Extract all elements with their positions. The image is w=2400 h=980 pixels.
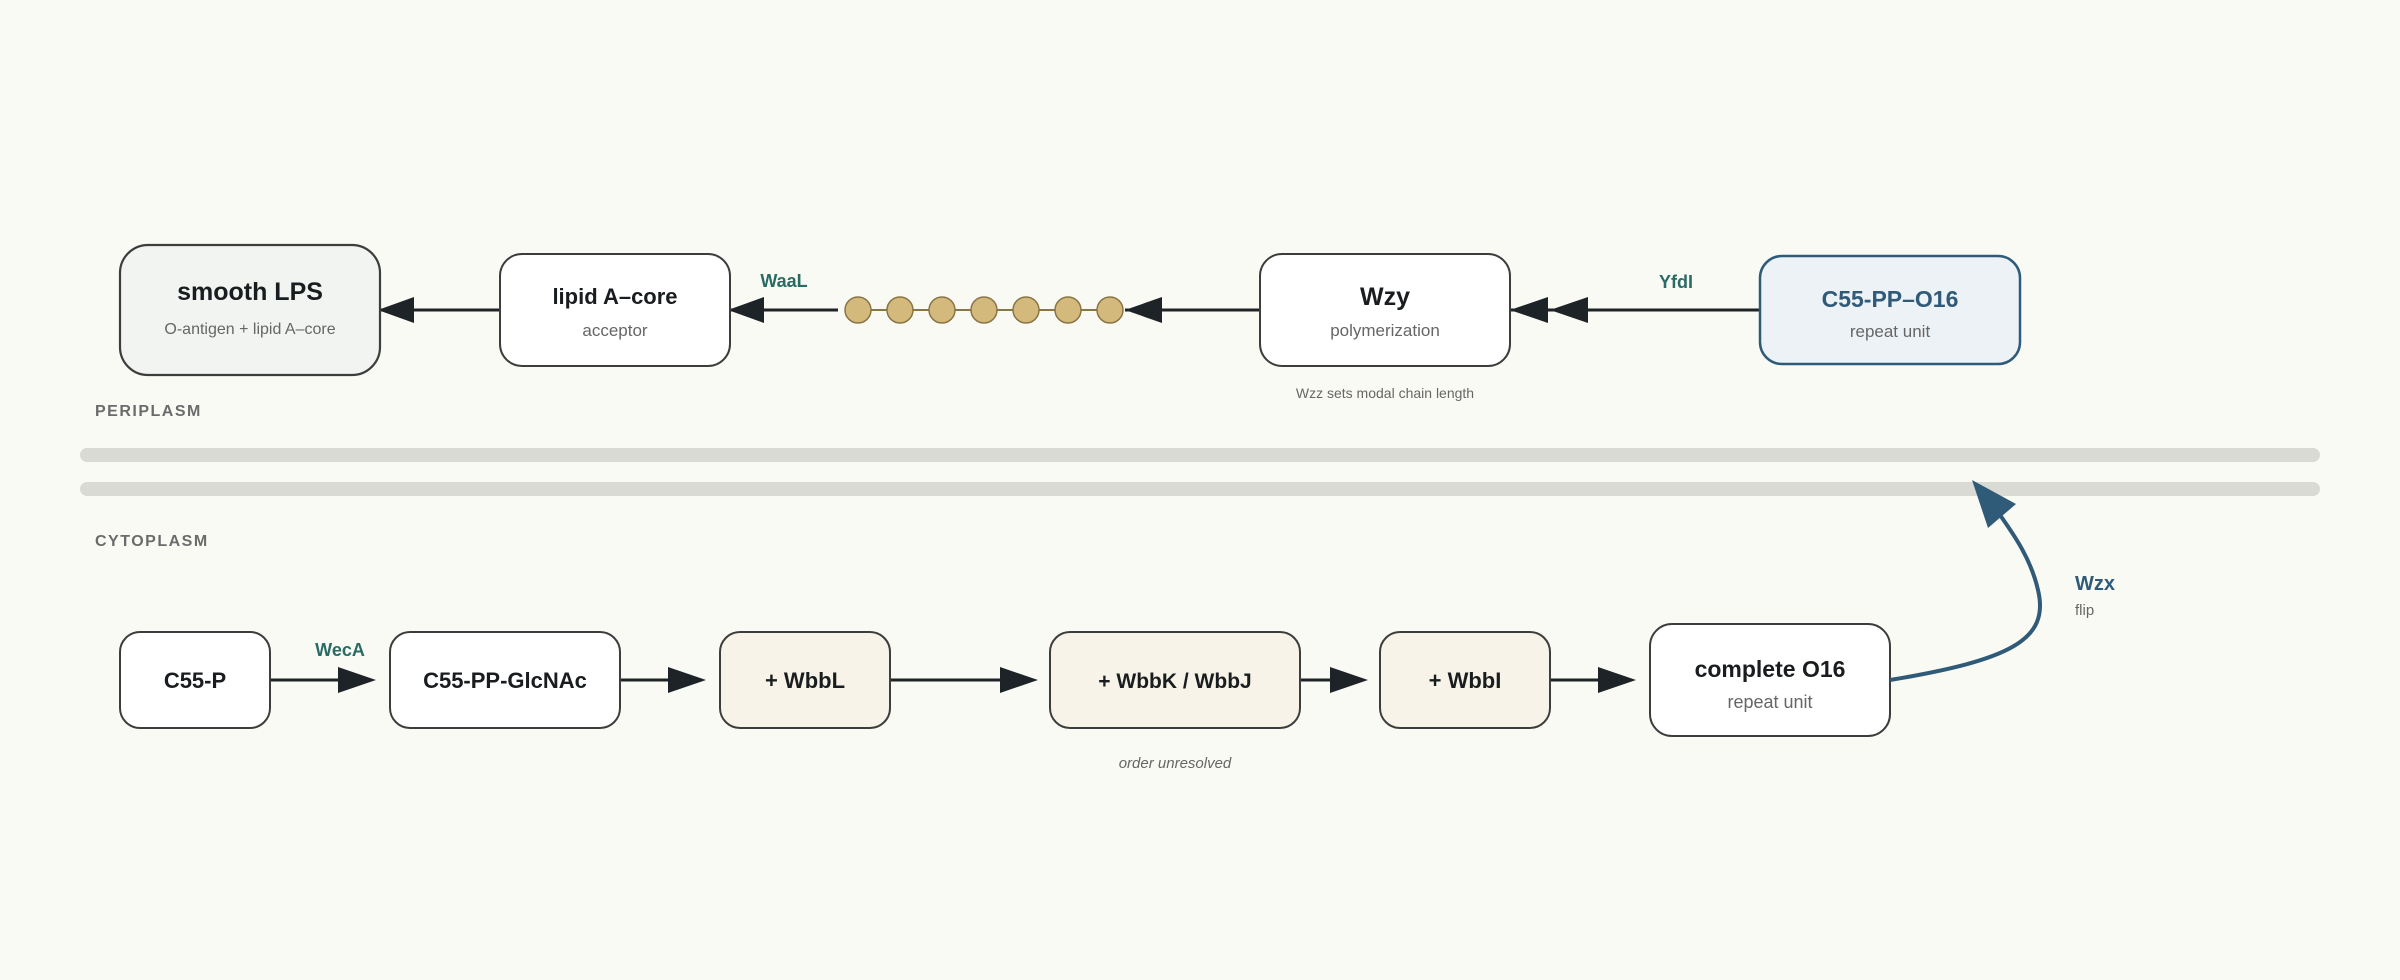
arrow-wbbl-to-wbbk-head xyxy=(1000,667,1038,693)
sugar-bead xyxy=(886,296,914,324)
enzyme-waal: WaaL xyxy=(760,271,807,291)
node-wbbl-title: + WbbL xyxy=(765,668,845,693)
node-c55-pp-o16-subtitle: repeat unit xyxy=(1850,322,1931,341)
sugar-bead xyxy=(844,296,872,324)
arrow-o16-to-wzy-mid-head xyxy=(1550,297,1588,323)
node-complete-o16-subtitle: repeat unit xyxy=(1727,692,1812,712)
node-c55-pp-glcnac: C55-PP-GlcNAc xyxy=(389,631,621,729)
arrow-wbbi-to-o16-head xyxy=(1598,667,1636,693)
node-lipid-a-core-title: lipid A–core xyxy=(552,284,677,309)
arrow-glcnac-to-wbbl-head xyxy=(668,667,706,693)
enzyme-weca: WecA xyxy=(315,640,365,660)
arrow-lipid-to-lps-head xyxy=(378,297,414,323)
node-wbbi: + WbbI xyxy=(1379,631,1551,729)
node-c55-pp-o16: C55-PP–O16 repeat unit xyxy=(1758,254,2022,366)
node-complete-o16: complete O16 repeat unit xyxy=(1649,623,1891,737)
node-wbbk-wbbj: + WbbK / WbbJ xyxy=(1049,631,1301,729)
node-c55-p-title: C55-P xyxy=(164,668,226,693)
node-c55-p: C55-P xyxy=(119,631,271,729)
arrow-wbbk-to-wbbi-head xyxy=(1330,667,1368,693)
cytoplasm-label: CYTOPLASM xyxy=(95,533,209,550)
node-wbbk-wbbj-title: + WbbK / WbbJ xyxy=(1098,670,1251,693)
enzyme-yfdi: YfdI xyxy=(1659,272,1693,292)
node-wzy: Wzy polymerization xyxy=(1259,253,1511,367)
sugar-bead xyxy=(928,296,956,324)
node-lipid-a-core-subtitle: acceptor xyxy=(582,321,648,340)
node-wzy-subtitle: polymerization xyxy=(1330,321,1440,340)
node-wzy-title: Wzy xyxy=(1360,283,1410,311)
node-c55-pp-o16-title: C55-PP–O16 xyxy=(1822,286,1959,312)
node-lipid-a-core: lipid A–core acceptor xyxy=(499,253,731,367)
sugar-bead xyxy=(1054,296,1082,324)
note-order-unresolved: order unresolved xyxy=(1119,755,1232,772)
o-antigen-chain xyxy=(844,296,1124,324)
flip-arrow-head xyxy=(1972,480,2016,528)
sugar-bead xyxy=(1096,296,1124,324)
node-c55-pp-glcnac-title: C55-PP-GlcNAc xyxy=(423,668,587,693)
arrow-chain-to-lipid-head xyxy=(728,297,764,323)
enzyme-wzx: Wzx xyxy=(2075,573,2115,595)
sugar-bead xyxy=(970,296,998,324)
node-smooth-lps: smooth LPS O-antigen + lipid A–core xyxy=(118,243,382,377)
node-complete-o16-title: complete O16 xyxy=(1695,656,1846,682)
node-smooth-lps-title: smooth LPS xyxy=(177,278,323,306)
membrane-outer-leaflet xyxy=(80,448,2320,462)
sugar-bead xyxy=(1012,296,1040,324)
arrow-wzy-to-chain-head xyxy=(1125,297,1162,323)
flip-arrow xyxy=(1889,510,2042,682)
node-smooth-lps-subtitle: O-antigen + lipid A–core xyxy=(164,321,335,338)
note-wzz: Wzz sets modal chain length xyxy=(1296,385,1474,401)
arrow-c55p-to-glcnac-head xyxy=(338,667,376,693)
arrow-o16-to-wzy-head xyxy=(1510,297,1548,323)
node-wbbi-title: + WbbI xyxy=(1429,668,1502,693)
membrane-inner-leaflet xyxy=(80,482,2320,496)
node-wbbl: + WbbL xyxy=(719,631,891,729)
periplasm-label: PERIPLASM xyxy=(95,403,202,420)
flip-label: flip xyxy=(2075,602,2094,619)
